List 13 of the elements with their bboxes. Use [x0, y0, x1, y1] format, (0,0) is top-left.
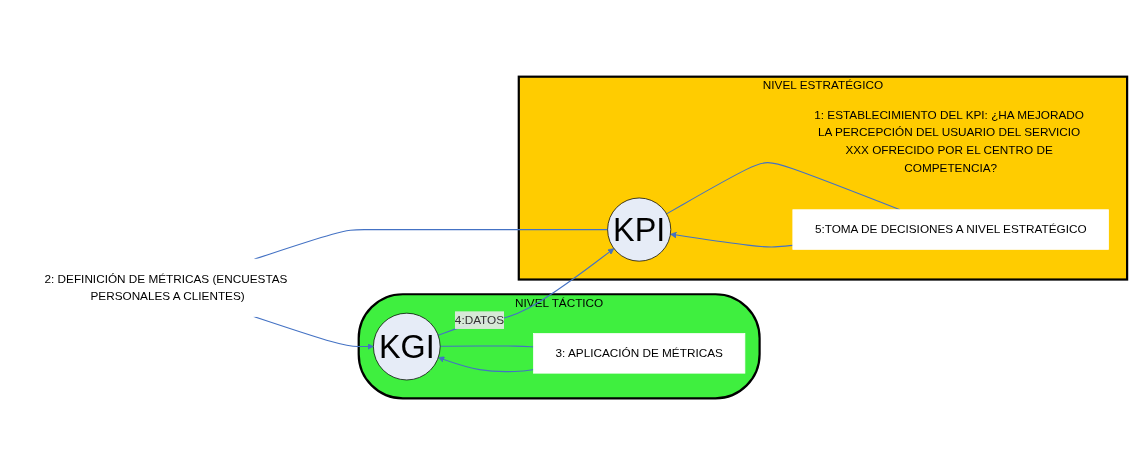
connector	[439, 345, 535, 348]
node-box: 5:TOMA DE DECISIONES A NIVEL ESTRATÉGICO	[792, 209, 1109, 250]
node-text: 2: DEFINICIÓN DE MÉTRICAS (ENCUESTAS PERSONALES A CLIENTES)	[44, 272, 288, 303]
arrow	[670, 231, 794, 248]
node-circle: KGI	[373, 312, 441, 381]
arrow	[253, 315, 374, 350]
node-label: NIVEL TÁCTICO	[515, 296, 604, 309]
arrow	[438, 356, 535, 373]
edge-label: 4:DATOS	[454, 313, 505, 326]
arrow	[437, 248, 615, 336]
node-box: 3: APLICACIÓN DE MÉTRICAS	[533, 333, 746, 374]
node-circle: KPI	[607, 197, 672, 262]
node-label: NIVEL ESTRATÉGICO	[762, 78, 884, 92]
